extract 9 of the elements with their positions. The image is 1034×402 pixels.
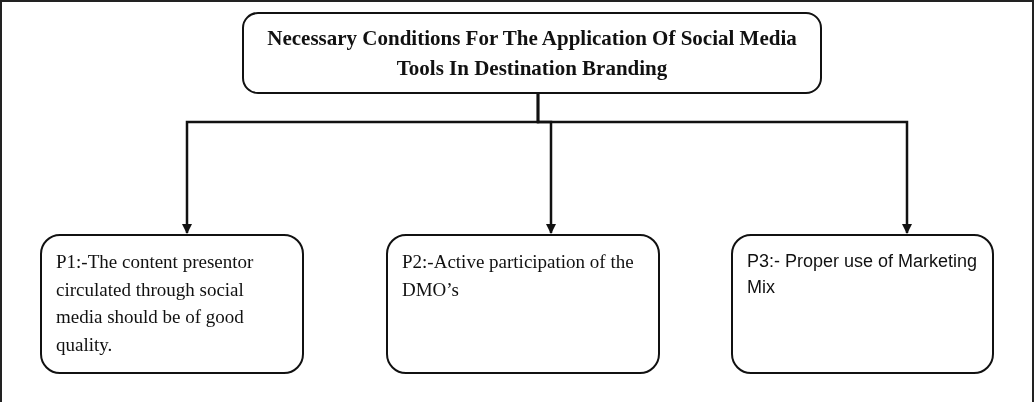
title-box xyxy=(242,12,822,94)
title-text: Necessary Conditions For The Application Of Social Media Tools In Destination Branding xyxy=(266,24,798,82)
rounded-box xyxy=(40,234,304,374)
connector-arrow xyxy=(536,94,912,234)
box-text: P1:-The content presentor circulated through social media should be of good quality. xyxy=(56,250,255,357)
rounded-box xyxy=(386,234,660,374)
box-text: P3:- Proper use of Marketing Mix xyxy=(747,250,978,300)
rounded-box xyxy=(731,234,994,374)
box-text: P2:-Active participation of the DMO’s xyxy=(402,250,635,302)
